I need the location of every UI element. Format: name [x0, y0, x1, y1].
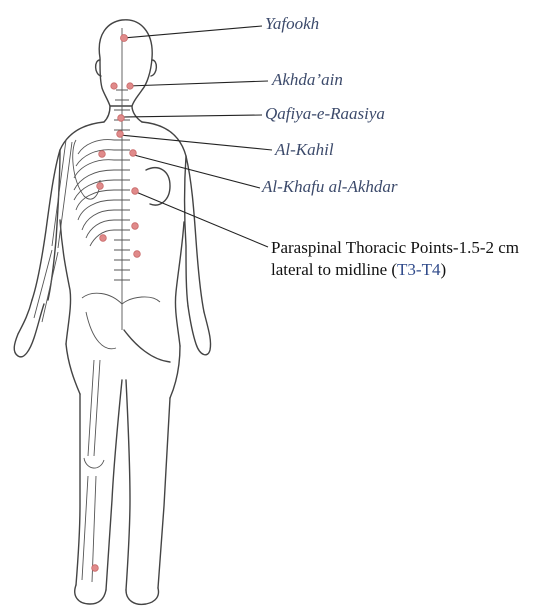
point-lumbar-left — [100, 235, 107, 242]
point-alkahil — [117, 131, 124, 138]
point-akhdaain-left — [111, 83, 117, 89]
point-akhdaain-right — [127, 83, 133, 89]
paraspinal-suffix: ) — [440, 260, 446, 279]
label-al-kahil: Al-Kahil — [275, 140, 334, 160]
point-qafiya — [118, 115, 125, 122]
leader-qafiya — [121, 115, 262, 117]
paraspinal-text: Paraspinal Thoracic Points-1.5-2 cm late… — [271, 238, 519, 279]
point-scapular-left — [99, 151, 106, 158]
leader-lines — [120, 26, 272, 247]
point-ankle-left — [92, 565, 99, 572]
skeleton-hints — [34, 28, 160, 582]
leader-alkahil — [120, 135, 272, 150]
point-alkhafu — [130, 150, 137, 157]
label-al-khafu-al-akhdar: Al-Khafu al-Akhdar — [262, 177, 398, 197]
leader-alkhafu — [134, 155, 260, 188]
point-paraspinal-left — [97, 183, 104, 190]
label-akhdaain: Akhda’ain — [272, 70, 343, 90]
point-paraspinal-right — [132, 188, 139, 195]
point-lumbar-right — [132, 223, 139, 230]
label-qafiya-e-raasiya: Qafiya-e-Raasiya — [265, 104, 385, 124]
body-outline — [14, 20, 210, 605]
paraspinal-range: T3-T4 — [397, 260, 440, 279]
label-yafookh: Yafookh — [265, 14, 319, 34]
acupoints — [92, 35, 141, 572]
leader-akhdaain — [128, 81, 268, 86]
leader-paraspinal — [136, 192, 268, 247]
point-yafookh — [121, 35, 128, 42]
point-lower-right — [134, 251, 141, 258]
label-paraspinal-thoracic-points: Paraspinal Thoracic Points-1.5-2 cm late… — [271, 237, 543, 281]
